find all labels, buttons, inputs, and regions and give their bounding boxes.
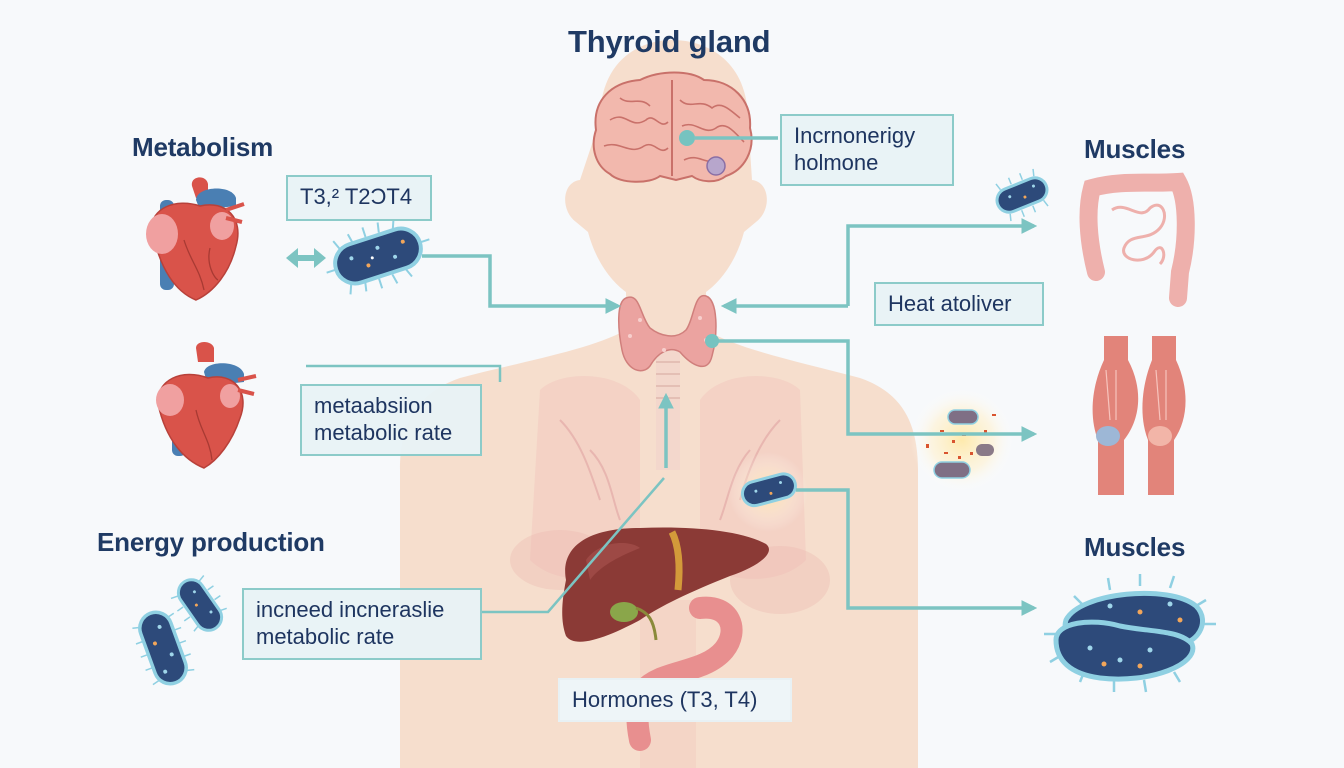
bacteria-burst-illustration (910, 388, 1014, 492)
label-energy-line2: metabolic rate (256, 624, 395, 649)
bacteria-pair-illustration (132, 575, 227, 686)
page-title: Thyroid gland (568, 24, 771, 59)
label-metabolism-line2: metabolic rate (314, 420, 453, 445)
heart-middle-illustration (156, 342, 257, 469)
label-brain-hormone: Incrnonerigy holmone (780, 114, 954, 186)
bacterium-chest-illustration (728, 452, 808, 532)
bacterium-top-right-illustration (995, 168, 1049, 222)
thyroid-to-muscles-connector (712, 339, 1038, 442)
label-hormones-text: Hormones (T3, T4) (572, 687, 758, 712)
chest-to-bacterium-connector (796, 488, 1038, 616)
thyroid-to-intestines-connector (846, 218, 1038, 306)
brain-illustration (592, 71, 753, 183)
label-metabolism-rate: metaabsiion metabolic rate (300, 384, 482, 456)
bacterium-ring-illustration (1044, 574, 1216, 693)
muscles-knees-illustration (1092, 336, 1186, 495)
label-t3-t4: T3,² T2ƆT4 (286, 175, 432, 221)
label-t3-t4-text: T3,² T2ƆT4 (300, 184, 413, 209)
metabolism-bracket (306, 364, 502, 382)
connector-lines (306, 136, 1038, 616)
label-hormones: Hormones (T3, T4) (558, 678, 792, 722)
energy-to-liver-connector (480, 477, 665, 614)
label-brain-line1: Incrnonerigy (794, 123, 916, 148)
heading-muscles-top: Muscles (1084, 134, 1186, 164)
heading-energy-production: Energy production (97, 527, 325, 557)
label-heat: Heat atoliver (874, 282, 1044, 326)
heading-muscles-bottom: Muscles (1084, 532, 1186, 562)
label-brain-line2: holmone (794, 150, 879, 175)
thyroid-dot-icon (705, 334, 719, 348)
double-arrow-icon (286, 248, 326, 268)
label-energy-line1: incneed incneraslie (256, 597, 445, 622)
bacterium-to-thyroid-connector (422, 254, 622, 314)
intestines-illustration (1079, 172, 1195, 307)
heart-top-illustration (146, 177, 245, 301)
label-energy-metabolic-rate: incneed incneraslie metabolic rate (242, 588, 482, 660)
label-metabolism-line1: metaabsiion (314, 393, 433, 418)
label-heat-text: Heat atoliver (888, 291, 1012, 316)
heading-metabolism: Metabolism (132, 132, 274, 162)
bacterium-left-illustration (326, 219, 430, 295)
